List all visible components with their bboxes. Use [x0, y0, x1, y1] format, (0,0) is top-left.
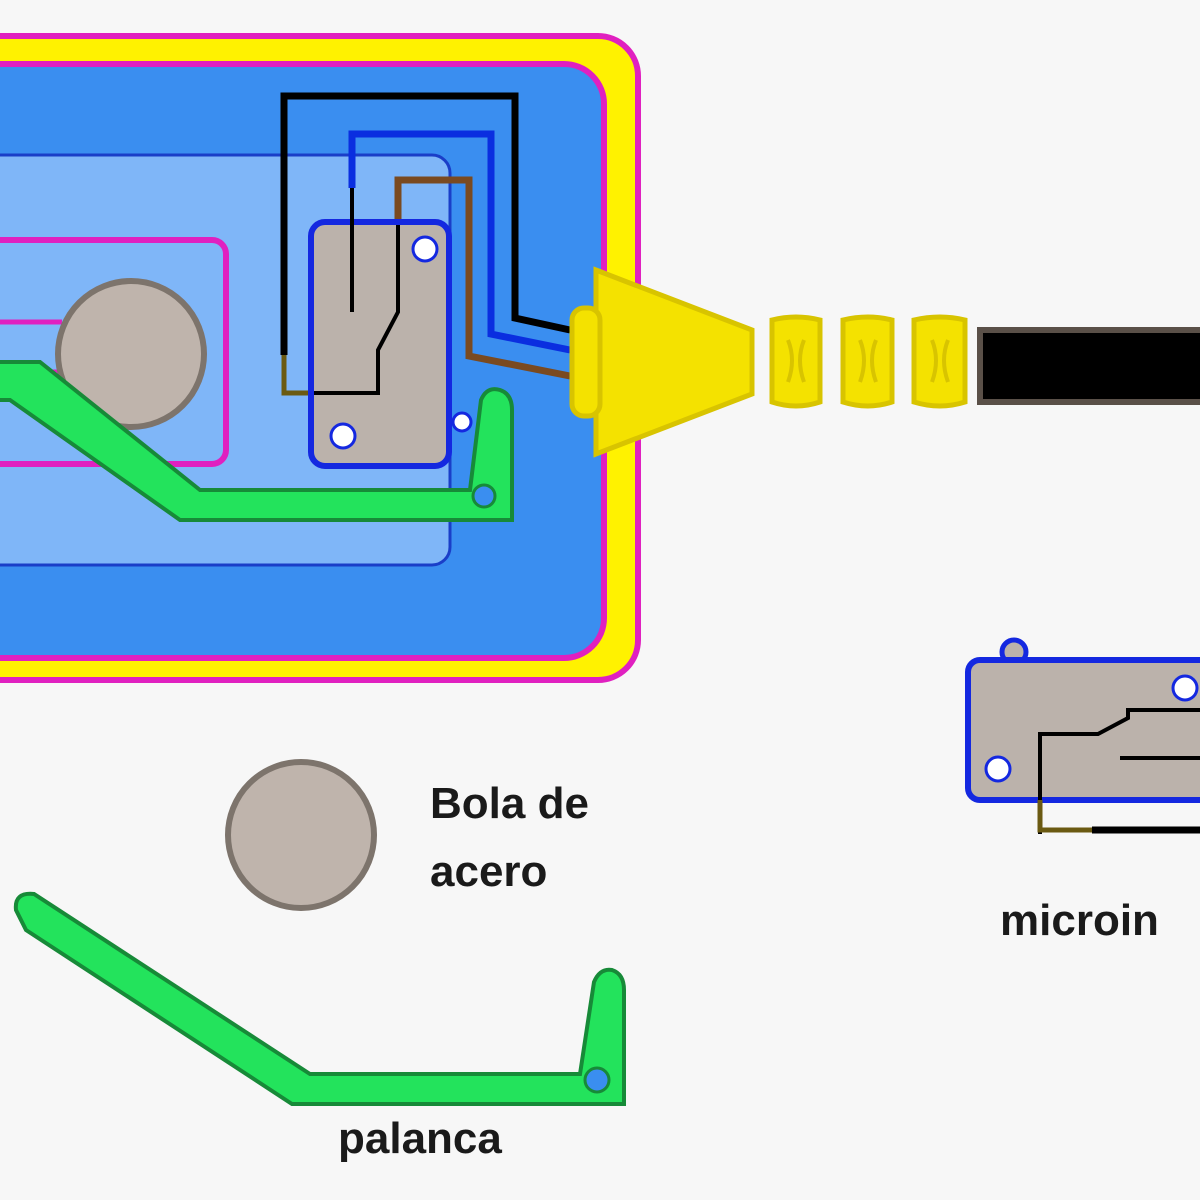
- internal-wires: [280, 92, 571, 396]
- sleeve-slot-3: [930, 339, 950, 383]
- sleeve-slot-2: [858, 339, 878, 383]
- cable-connector: [569, 266, 1200, 458]
- steel-ball: [225, 759, 377, 911]
- cable: [977, 327, 1200, 405]
- sleeve-segment-2: [840, 314, 895, 409]
- lever-label: palanca: [338, 1114, 502, 1163]
- connector-ring: [569, 305, 603, 419]
- lever-internal: [0, 360, 514, 522]
- microswitch-terminal-2: [984, 755, 1012, 783]
- sleeve-slots: [786, 339, 950, 383]
- sleeve-segment-1: [769, 314, 823, 409]
- wire-brown: [394, 176, 571, 380]
- ball-label-line2: acero: [430, 847, 547, 896]
- ball-chamber: [0, 237, 229, 467]
- lever-pivot: [583, 1066, 611, 1094]
- internal-microswitch: [308, 188, 473, 469]
- microswitch-terminal-1: [1171, 674, 1199, 702]
- wire-olive: [281, 355, 314, 396]
- microswitch-terminal-top: [411, 235, 439, 263]
- microswitch-lead-olive: [1037, 800, 1092, 833]
- steel-ball-internal: [55, 278, 207, 430]
- lever-internal-pivot: [471, 483, 497, 509]
- wire-blue: [348, 130, 571, 354]
- sleeve-slot-1: [786, 339, 806, 383]
- connector-cone: [593, 266, 755, 458]
- microswitch-plunger: [451, 411, 473, 433]
- microswitch-contact-arm: [1038, 708, 1200, 834]
- wire-black: [280, 92, 571, 355]
- microswitch-terminal-bottom: [329, 422, 357, 450]
- sleeve-segment-3: [911, 314, 968, 409]
- cable-sleeve: [769, 314, 968, 409]
- microswitch-contact-moving: [314, 225, 400, 395]
- microswitch: [965, 637, 1200, 834]
- microswitch-label: microin: [1000, 896, 1159, 945]
- ball-label-line1: Bola de: [430, 779, 589, 828]
- lever: [13, 891, 626, 1106]
- microswitch-body-standalone: [965, 657, 1200, 803]
